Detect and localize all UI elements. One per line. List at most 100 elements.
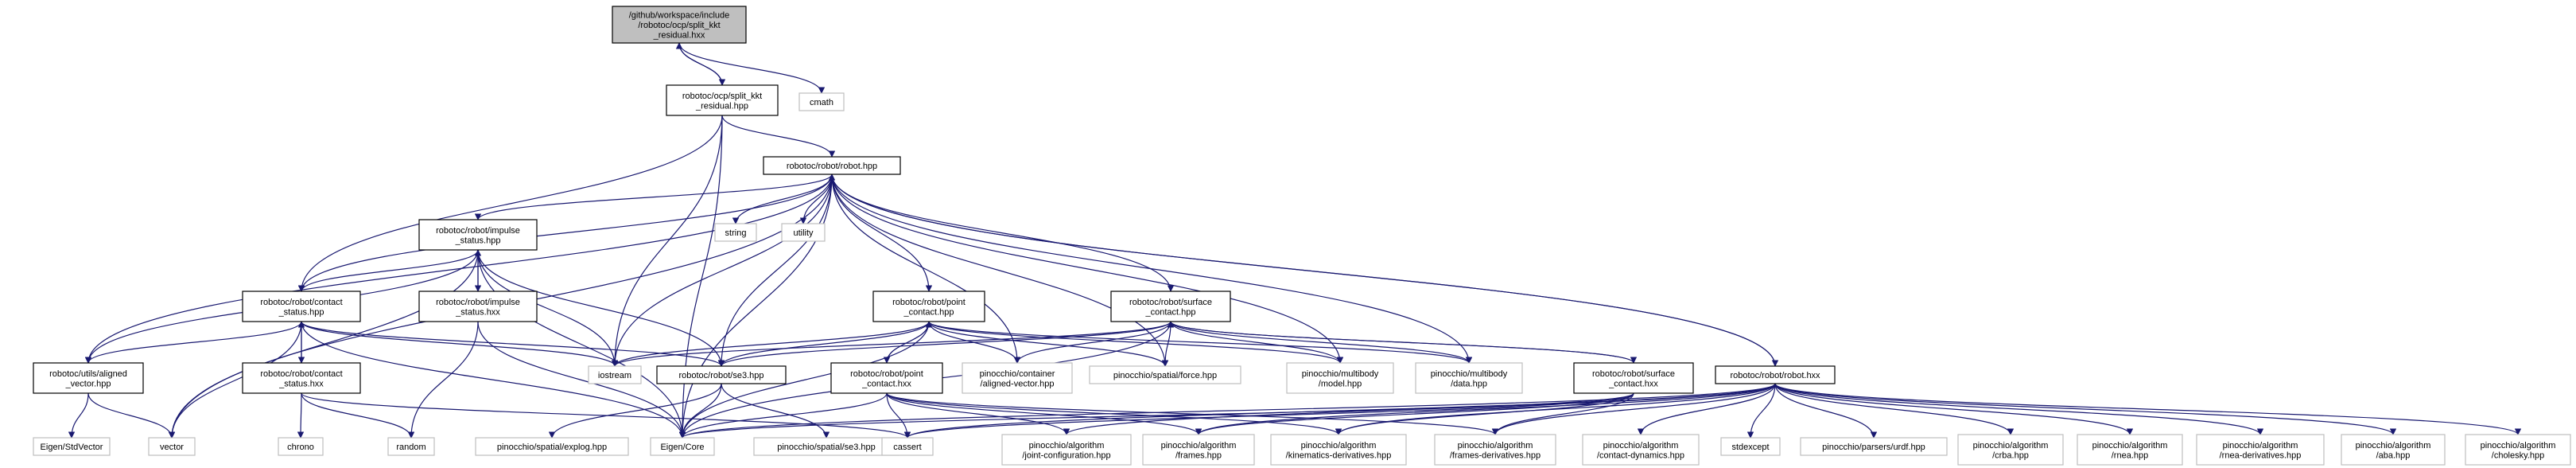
node-label-line: _status.hpp [278,307,324,317]
node-box [475,437,629,456]
node-label-line: pinocchio/algorithm [2223,441,2298,450]
node-label-line: /frames.hpp [1175,450,1222,460]
edge-robot_hpp-to-model_pin [831,174,1344,364]
edge-split_kkt_hpp-to-root [675,42,723,86]
node-impulse_hxx[interactable]: robotoc/robot/impulse_status.hxx [418,291,538,322]
edge-surface_hxx-to-eigen_core [679,392,1634,439]
node-box [148,437,196,456]
node-box [387,437,435,456]
node-label-line: _status.hxx [278,379,324,388]
node-box [1800,437,1948,456]
node-impulse_hpp[interactable]: robotoc/robot/impulse_status.hpp [418,219,538,251]
node-box [612,6,747,44]
edge-split_kkt_hpp-to-contact_hpp [297,115,723,292]
node-point_hxx[interactable]: robotoc/robot/point_contact.hxx [830,362,943,394]
edge-split_kkt_hpp-to-robot_hpp [721,115,836,158]
node-label-line: pinocchio/algorithm [2092,441,2168,450]
node-label-line: /joint-configuration.hpp [1022,450,1110,460]
node-box [278,437,324,456]
node-kin_deriv: pinocchio/algorithm/kinematics-derivativ… [1270,434,1407,466]
node-utility: utility [781,223,826,242]
node-label-line: pinocchio/multibody [1431,369,1508,379]
node-label-line: /aligned-vector.hpp [981,379,1055,388]
node-label-line: pinocchio/algorithm [1603,441,1679,450]
node-contact_hxx[interactable]: robotoc/robot/contact_status.hxx [242,362,361,394]
node-label-line: _contact.hpp [1145,307,1196,317]
node-box [872,291,985,322]
node-box [1573,362,1694,394]
node-label-line: robotoc/robot/robot.hxx [1730,371,1820,380]
edge-surface_hpp-to-se3_hpp [717,321,1171,367]
node-box [714,223,757,242]
node-label-line: pinocchio/spatial/force.hpp [1113,371,1217,380]
node-label-line: /cholesky.hpp [2492,450,2544,460]
node-eigen_core: Eigen/Core [650,437,715,456]
edge-robot_hpp-to-iostream [611,174,833,367]
edge-se3_hpp-to-se3_pin [721,383,830,439]
node-se3_pin: pinocchio/spatial/se3.hpp [753,437,899,456]
node-cholesky: pinocchio/algorithm/cholesky.hpp [2465,434,2571,466]
node-box [1110,291,1231,322]
node-label-line: /crba.hpp [1992,450,2029,460]
node-label-line: robotoc/robot/se3.hpp [678,371,763,380]
edge-contact_hpp-to-eigen_core [301,321,686,439]
node-label-line: /frames-derivatives.hpp [1450,450,1541,460]
node-se3_hpp[interactable]: robotoc/robot/se3.hpp [656,365,787,384]
node-box [242,291,361,322]
edge-robot_hxx-to-frames_deriv [1491,383,1776,435]
edge-robot_hpp-to-se3_hpp [717,174,833,367]
edge-aligned_hpp-to-vector [87,392,176,439]
edge-surface_hpp-to-model_pin [1170,321,1344,364]
node-box [1142,434,1255,466]
edge-robot_hpp-to-contact_hpp [297,174,833,292]
node-label-line: string [725,228,747,238]
node-box [1957,434,2064,466]
node-box [781,223,826,242]
edge-robot_hpp-to-impulse_hpp [474,174,833,220]
edge-point_hxx-to-joint_conf [886,392,1070,435]
edge-contact_hpp-to-aligned_hpp [84,321,302,364]
node-point_hpp[interactable]: robotoc/robot/point_contact.hpp [872,291,985,322]
node-label-line: /kinematics-derivatives.hpp [1286,450,1392,460]
node-label-line: random [396,443,425,452]
node-contact_hpp[interactable]: robotoc/robot/contact_status.hpp [242,291,361,322]
node-label-line: Eigen/StdVector [41,443,103,452]
node-label-line: _contact.hxx [861,379,911,388]
node-label-line: _contact.hxx [1608,379,1658,388]
node-box [1270,434,1407,466]
node-surface_hxx[interactable]: robotoc/robot/surface_contact.hxx [1573,362,1694,394]
node-box [798,92,845,111]
node-label-line: _residual.hpp [695,101,748,111]
node-root[interactable]: /github/workspace/include/robotoc/ocp/sp… [612,6,747,44]
node-iostream: iostream [588,365,642,384]
node-aligned_vec_pin: pinocchio/container/aligned-vector.hpp [962,362,1073,394]
edge-robot_hpp-to-aligned_vec_pin [831,174,1021,364]
node-label-line: robotoc/ocp/split_kkt [682,92,762,101]
node-label-line: robotoc/robot/surface [1592,369,1675,379]
edge-robot_hxx-to-aba [1774,383,2397,435]
edge-robot_hxx-to-eigen_core [679,383,1776,439]
node-force_pin: pinocchio/spatial/force.hpp [1089,365,1241,384]
node-label-line: /rnea.hpp [2112,450,2148,460]
node-robot_hpp[interactable]: robotoc/robot/robot.hpp [763,156,901,175]
node-box [650,437,715,456]
node-split_kkt_hpp[interactable]: robotoc/ocp/split_kkt_residual.hpp [666,84,779,116]
edge-surface_hxx-to-surface_hpp [1167,321,1634,364]
node-label-line: utility [793,228,814,238]
edge-point_hpp-to-eigen_core [678,321,930,439]
node-data_pin: pinocchio/multibody/data.hpp [1415,362,1523,394]
edge-robot_hxx-to-joint_conf [1063,383,1776,435]
node-surface_hpp[interactable]: robotoc/robot/surface_contact.hpp [1110,291,1231,322]
node-label-line: cassert [893,443,921,452]
node-aligned_hpp[interactable]: robotoc/utils/aligned_vector.hpp [33,362,144,394]
node-label-line: robotoc/robot/contact [260,369,342,379]
edge-contact_hpp-to-se3_hpp [301,321,725,367]
edge-point_hpp-to-se3_hpp [717,321,930,367]
edge-contact_hpp-to-vector [168,321,302,439]
node-box [1089,365,1241,384]
edge-split_kkt_hpp-to-iostream [611,115,723,367]
node-box [656,365,787,384]
node-robot_hxx[interactable]: robotoc/robot/robot.hxx [1715,365,1836,384]
edge-robot_hxx-to-kin_deriv [1335,383,1776,435]
